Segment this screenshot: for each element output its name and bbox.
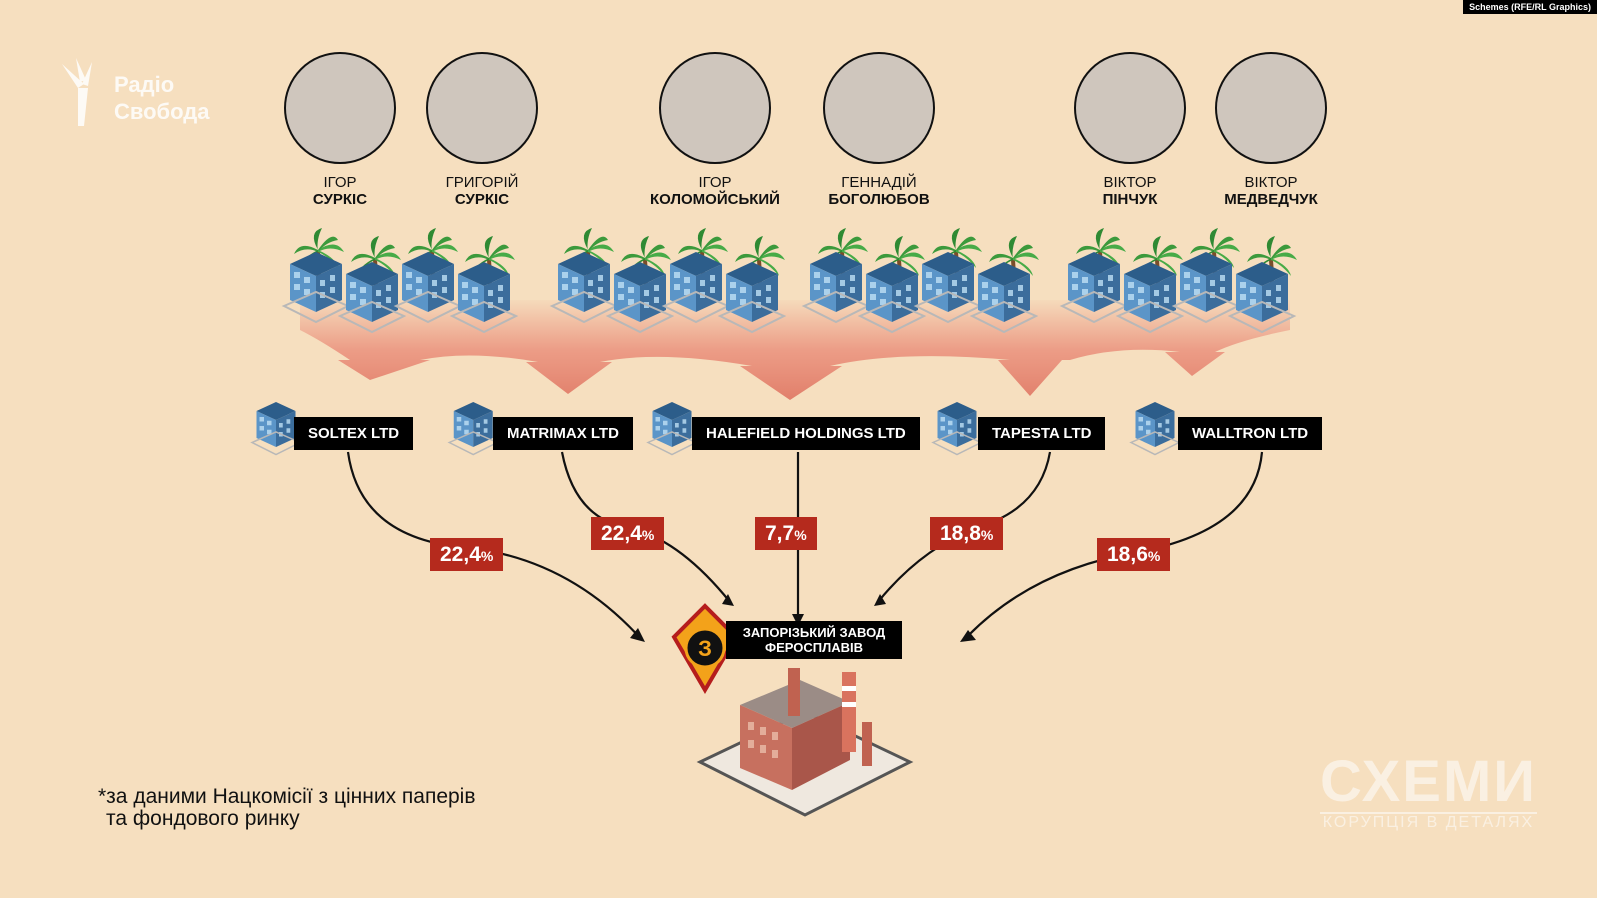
share-unit: % bbox=[1147, 548, 1161, 564]
company-matrimax: MATRIMAX LTD bbox=[493, 417, 633, 450]
share-unit: % bbox=[794, 527, 807, 543]
company-walltron: WALLTRON LTD bbox=[1178, 417, 1323, 450]
first-name: ГЕННАДІЙ bbox=[841, 174, 917, 191]
company-label: HALEFIELD HOLDINGS LTD bbox=[692, 417, 920, 450]
logo-text: Радіо Свобода bbox=[114, 71, 210, 125]
company-label: WALLTRON LTD bbox=[1178, 417, 1323, 450]
logo-line-2: Свобода bbox=[114, 99, 210, 124]
flow-band bbox=[300, 300, 1290, 400]
share-value: 18,6 bbox=[1107, 543, 1148, 566]
company-label: TAPESTA LTD bbox=[978, 417, 1106, 450]
share-walltron: 18,6% bbox=[1097, 538, 1171, 571]
share-unit: % bbox=[480, 548, 494, 564]
portrait-photo bbox=[426, 52, 538, 164]
brand-name: СХЕМИ bbox=[1319, 749, 1537, 814]
share-value: 7,7 bbox=[765, 522, 795, 545]
image-credit: Schemes (RFE/RL Graphics) bbox=[1463, 0, 1597, 14]
share-unit: % bbox=[641, 527, 655, 543]
plant-name-line-1: ЗАПОРІЗЬКИЙ ЗАВОД bbox=[742, 625, 886, 640]
arrowheads bbox=[630, 594, 976, 642]
first-name: ІГОР bbox=[698, 174, 732, 191]
first-name: ВІКТОР bbox=[1103, 174, 1157, 191]
share-value: 22,4 bbox=[601, 522, 642, 545]
plant-emblem-letter: З bbox=[698, 636, 712, 661]
plant-emblem: З bbox=[671, 603, 739, 694]
portrait-photo bbox=[823, 52, 935, 164]
last-name: СУРКІС bbox=[454, 191, 510, 208]
company-soltex: SOLTEX LTD bbox=[294, 417, 414, 450]
first-name: ІГОР bbox=[323, 174, 357, 191]
radio-svoboda-logo bbox=[62, 58, 92, 126]
last-name: СУРКІС bbox=[312, 191, 368, 208]
company-label: SOLTEX LTD bbox=[294, 417, 414, 450]
portrait-photo bbox=[1074, 52, 1186, 164]
footnote-line-2: та фондового ринку bbox=[106, 807, 300, 830]
share-halefield: 7,7% bbox=[755, 517, 817, 550]
brand-tagline: КОРУПЦІЯ В ДЕТАЛЯХ bbox=[1319, 812, 1537, 832]
portrait-photo bbox=[1215, 52, 1327, 164]
portrait-photo bbox=[659, 52, 771, 164]
company-label: MATRIMAX LTD bbox=[493, 417, 633, 450]
last-name: БОГОЛЮБОВ bbox=[828, 191, 930, 208]
last-name: МЕДВЕДЧУК bbox=[1224, 191, 1318, 208]
logo-line-1: Радіо bbox=[114, 72, 175, 97]
first-name: ГРИГОРІЙ bbox=[445, 174, 519, 191]
share-tapesta: 18,8% bbox=[930, 517, 1004, 550]
share-value: 22,4 bbox=[440, 543, 481, 566]
share-matrimax: 22,4% bbox=[591, 517, 665, 550]
source-footnote: *за даними Нацкомісії з цінних паперів т… bbox=[98, 786, 476, 830]
share-value: 18,8 bbox=[940, 522, 981, 545]
first-name: ВІКТОР bbox=[1244, 174, 1298, 191]
last-name: ПІНЧУК bbox=[1102, 191, 1158, 208]
company-halefield: HALEFIELD HOLDINGS LTD bbox=[692, 417, 920, 450]
portrait-photo bbox=[284, 52, 396, 164]
company-tapesta: TAPESTA LTD bbox=[978, 417, 1106, 450]
skhemy-brand: СХЕМИ КОРУПЦІЯ В ДЕТАЛЯХ bbox=[1319, 749, 1537, 832]
plant-name-line-2: ФЕРОСПЛАВІВ bbox=[764, 640, 863, 655]
factory-icon bbox=[696, 668, 914, 817]
last-name: КОЛОМОЙСЬКИЙ bbox=[650, 191, 780, 208]
share-unit: % bbox=[980, 527, 994, 543]
plant-label: ЗАПОРІЗЬКИЙ ЗАВОД ФЕРОСПЛАВІВ bbox=[726, 621, 902, 659]
footnote-line-1: *за даними Нацкомісії з цінних паперів bbox=[98, 785, 476, 808]
share-soltex: 22,4% bbox=[430, 538, 504, 571]
